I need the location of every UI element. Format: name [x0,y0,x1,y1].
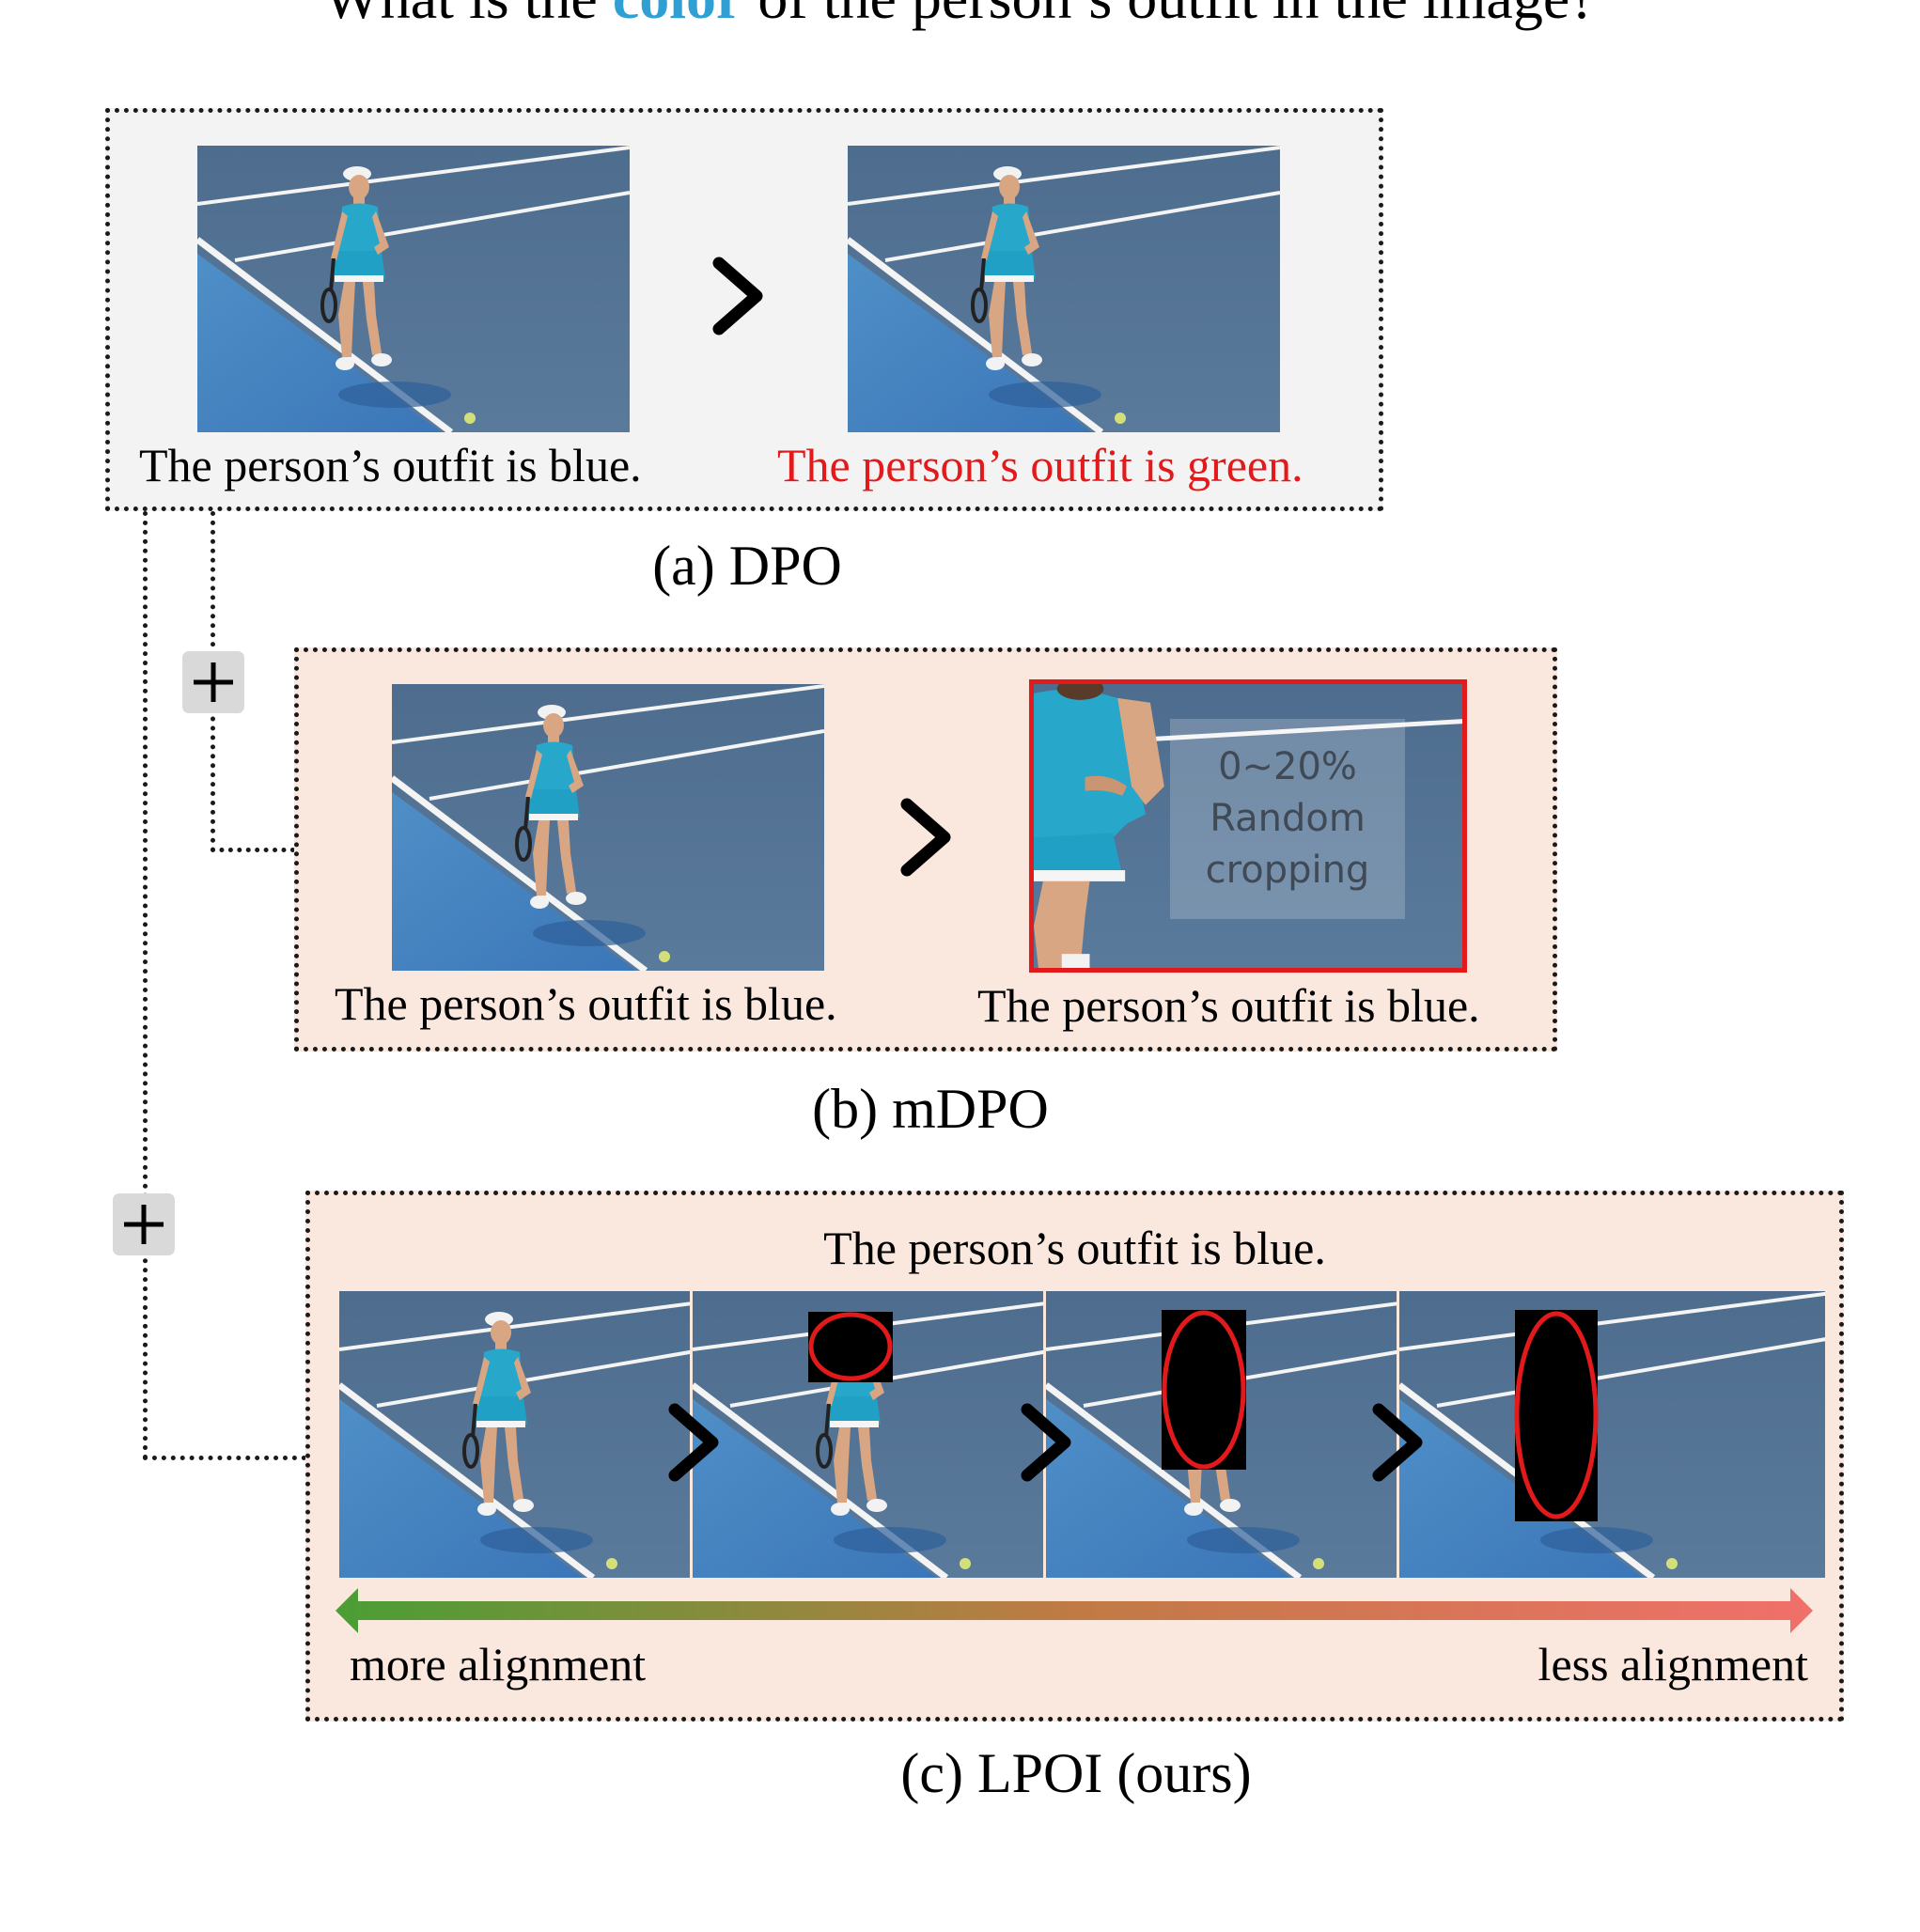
cropped-image-b [1029,679,1467,973]
chevron-right-icon [1013,1400,1079,1485]
alignment-gradient-arrow [336,1588,1813,1633]
question-text: What is the color of the person’s outfit… [0,0,1920,28]
image-c-1 [339,1291,690,1578]
plus-icon [182,651,244,713]
image-c-3 [1046,1291,1397,1578]
chosen-caption-b: The person’s outfit is blue. [335,977,837,1030]
less-alignment-label: less alignment [1538,1638,1808,1690]
crop-annotation: 0~20% Random cropping [1170,719,1405,919]
plus-icon [113,1193,175,1255]
crop-text-line3: cropping [1205,849,1370,893]
rejected-caption-a: The person’s outfit is green. [777,439,1303,491]
panel-label-c: (c) LPOI (ours) [900,1742,1252,1804]
connector-line-outer-h [143,1456,306,1460]
caption-c: The person’s outfit is blue. [823,1222,1326,1274]
rejected-image-a [848,146,1280,432]
more-alignment-label: more alignment [350,1638,647,1690]
chosen-image-a [197,146,630,432]
chevron-right-icon [893,795,959,880]
image-c-4 [1399,1291,1825,1578]
question-before: What is the [323,0,612,31]
question-highlight: color [613,0,743,31]
chevron-right-icon [661,1400,726,1485]
connector-line-outer [143,511,148,1460]
rejected-caption-b: The person’s outfit is blue. [977,979,1480,1032]
image-c-2 [693,1291,1043,1578]
panel-label-b: (b) mDPO [812,1078,1049,1140]
chevron-right-icon [705,254,771,338]
connector-line-inner-h [211,848,295,852]
chevron-right-icon [1365,1400,1430,1485]
crop-text-line1: 0~20% [1218,744,1357,788]
question-after: of the person’s outfit in the image? [742,0,1596,31]
crop-text-line2: Random [1210,796,1366,840]
chosen-image-b [392,684,824,971]
panel-label-a: (a) DPO [652,535,842,597]
chosen-caption-a: The person’s outfit is blue. [139,439,642,491]
